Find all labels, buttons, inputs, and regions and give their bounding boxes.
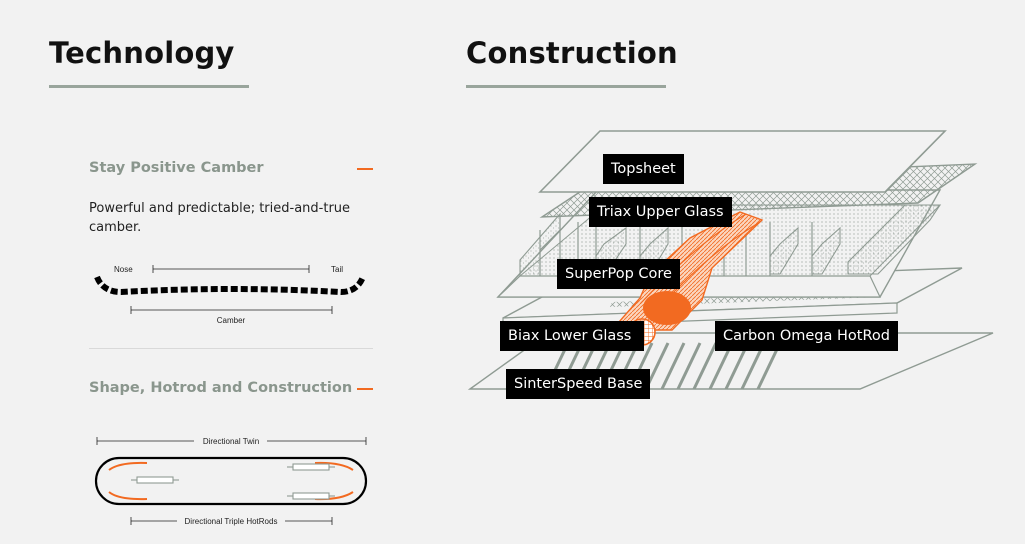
layer-label-triax-upper-glass: Triax Upper Glass: [589, 197, 732, 227]
hotrod-arc: [108, 491, 148, 501]
directional-twin-label: Directional Twin: [203, 437, 259, 446]
hotrod-bar: [287, 463, 335, 471]
construction-title: Construction: [466, 36, 678, 70]
minus-icon[interactable]: [357, 388, 373, 390]
hotrod-bar: [287, 492, 335, 500]
layer-label-topsheet: Topsheet: [603, 154, 684, 184]
nose-label: Nose: [114, 265, 133, 274]
camber-label: Camber: [217, 316, 246, 325]
construction-layers-diagram: [467, 130, 994, 390]
camber-profile-diagram: Nose Tail Camber: [94, 265, 366, 325]
accordion-header-shape[interactable]: Shape, Hotrod and Construction: [89, 380, 353, 396]
camber-description: Powerful and predictable; tried-and-true…: [89, 201, 351, 235]
tail-label: Tail: [331, 265, 343, 274]
directional-triple-hotrods-label: Directional Triple HotRods: [185, 517, 278, 526]
layer-label-biax-lower-glass: Biax Lower Glass: [500, 321, 644, 351]
accordion-header-camber[interactable]: Stay Positive Camber: [89, 160, 264, 176]
board-shape-diagram: Directional Twin Directional Triple HotR…: [94, 437, 368, 526]
hotrod-arc: [108, 461, 148, 471]
layer-label-carbon-omega-hotrod: Carbon Omega HotRod: [715, 321, 898, 351]
technology-title-underline: [49, 85, 249, 88]
construction-title-underline: [466, 85, 666, 88]
camber-board-profile: [94, 275, 366, 296]
layer-label-sinterspeed-base: SinterSpeed Base: [506, 369, 651, 399]
minus-icon[interactable]: [357, 168, 373, 170]
accordion-divider: [89, 348, 373, 349]
topsheet-layer: [538, 130, 947, 193]
layer-label-superpop-core: SuperPop Core: [557, 259, 680, 289]
hotrod-arc: [314, 461, 354, 471]
hotrod-bar: [131, 476, 179, 484]
technology-title: Technology: [49, 36, 235, 70]
